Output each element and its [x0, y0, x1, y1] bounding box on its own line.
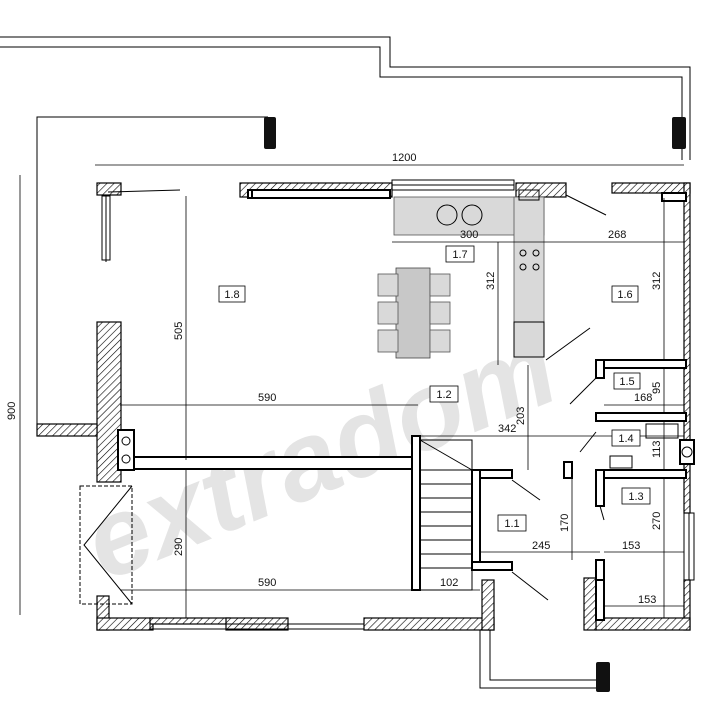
svg-text:1.5: 1.5: [619, 376, 634, 388]
dim-living-width: 590: [258, 392, 276, 404]
dim-kitchen-width: 300: [460, 229, 478, 241]
dim-living-depth: 505: [173, 322, 185, 340]
kitchen-counter: [393, 189, 545, 358]
dim-room-1-5-depth: 95: [651, 382, 663, 394]
svg-text:1.6: 1.6: [617, 289, 632, 301]
dim-total-width: 1200: [392, 152, 416, 164]
svg-text:1.8: 1.8: [224, 289, 239, 301]
svg-text:1.2: 1.2: [436, 389, 451, 401]
room-tag-1-5: 1.5: [613, 372, 641, 390]
site-outline: [0, 36, 691, 689]
pillars: [264, 117, 686, 692]
dim-room-1-6-depth: 312: [651, 272, 663, 290]
svg-text:1.4: 1.4: [618, 433, 633, 445]
windows: [101, 179, 695, 630]
door-swings: [107, 189, 607, 601]
watermark: extradom: [67, 305, 572, 605]
dim-room-1-5-width: 168: [634, 392, 652, 404]
room-tag-1-1: 1.1: [497, 514, 527, 532]
dim-kitchen-depth: 312: [485, 272, 497, 290]
dim-hall-span: 342: [498, 423, 516, 435]
room-tag-1-4: 1.4: [611, 429, 641, 447]
dim-entry-depth: 170: [559, 514, 571, 532]
room-tag-1-6: 1.6: [611, 285, 639, 303]
dim-garage-depth: 290: [173, 538, 185, 556]
dim-room-1-3-width-bottom: 153: [638, 594, 656, 606]
dim-total-depth: 900: [6, 402, 18, 420]
room-tag-1-3: 1.3: [621, 487, 651, 505]
dimension-labels: 1200 900 300 268 312 312 505 590 342 203…: [6, 152, 663, 606]
garage-door-frame: [79, 429, 135, 605]
dim-room-1-3-width-top: 153: [622, 540, 640, 552]
svg-text:1.7: 1.7: [452, 249, 467, 261]
bathroom-fixtures: [609, 423, 695, 469]
dim-entry-width: 245: [532, 540, 550, 552]
dim-room-1-4-depth: 113: [651, 440, 663, 458]
dim-stair-width: 102: [440, 577, 458, 589]
dimension-lines: [19, 164, 684, 618]
svg-text:1.3: 1.3: [628, 491, 643, 503]
room-tag-1-7: 1.7: [445, 245, 475, 263]
room-tag-1-8: 1.8: [218, 285, 246, 303]
dining-table: [377, 267, 451, 359]
dim-garage-width: 590: [258, 577, 276, 589]
svg-text:1.1: 1.1: [504, 518, 519, 530]
dim-hall-depth: 203: [515, 407, 527, 425]
room-tag-1-2: 1.2: [429, 385, 459, 403]
dim-room-1-3-depth: 270: [651, 512, 663, 530]
dim-room-1-6-width: 268: [608, 229, 626, 241]
